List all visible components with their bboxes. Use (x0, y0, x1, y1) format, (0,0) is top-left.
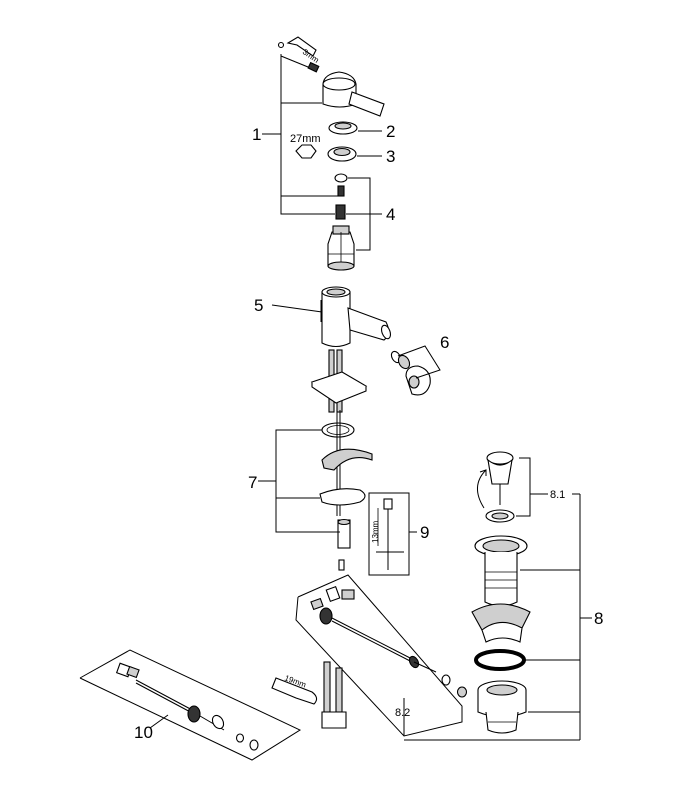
hex-nut-symbol (295, 144, 317, 159)
assembly-arrow (477, 469, 487, 509)
callout-5: 5 (254, 296, 263, 315)
kit-tray (79, 649, 302, 761)
callout-7: 7 (248, 473, 257, 492)
bracket-4 (281, 177, 382, 251)
handle-assembly: 3mm (277, 36, 385, 117)
callout-3: 3 (386, 147, 395, 166)
bracket-8 (516, 457, 592, 740)
callout-2: 2 (386, 122, 395, 141)
bracket-7 (258, 429, 340, 533)
grub-screw (277, 41, 285, 49)
handle-lever (348, 91, 385, 117)
drain-assembly (471, 451, 531, 734)
o-ring (474, 649, 526, 671)
callout-10: 10 (134, 723, 153, 742)
fixing-wedge (321, 448, 373, 471)
faucet-body (271, 286, 392, 413)
linkage-rod-kit (79, 649, 302, 761)
installation-tool-box: 13mm (368, 492, 417, 576)
mounting-kit (319, 410, 373, 571)
bracket-1 (262, 54, 335, 215)
callout-8-2: 8.2 (395, 707, 410, 719)
cartridge (327, 173, 355, 271)
callout-4: 4 (386, 205, 395, 224)
cartridge-nut: 27mm (290, 133, 382, 162)
callout-8-1: 8.1 (550, 489, 565, 501)
kit-pivot-ball (187, 705, 201, 723)
hose-connector (321, 711, 347, 729)
tool-size-label: 13mm (371, 520, 380, 543)
hex-key (286, 36, 317, 57)
callout-8: 8 (594, 609, 603, 628)
open-wrench (271, 677, 318, 705)
nut-size-label: 27mm (290, 133, 321, 145)
set-screw (307, 61, 320, 73)
fixing-clamp (319, 488, 366, 506)
pop-up-linkage: 19mm (271, 574, 580, 741)
callout-1: 1 (252, 125, 261, 144)
callout-6: 6 (440, 333, 449, 352)
pivot-ball (319, 607, 333, 625)
callout-9: 9 (420, 523, 429, 542)
cover-ring (328, 121, 382, 135)
plug-cap (486, 451, 514, 465)
spray-head (390, 345, 441, 396)
